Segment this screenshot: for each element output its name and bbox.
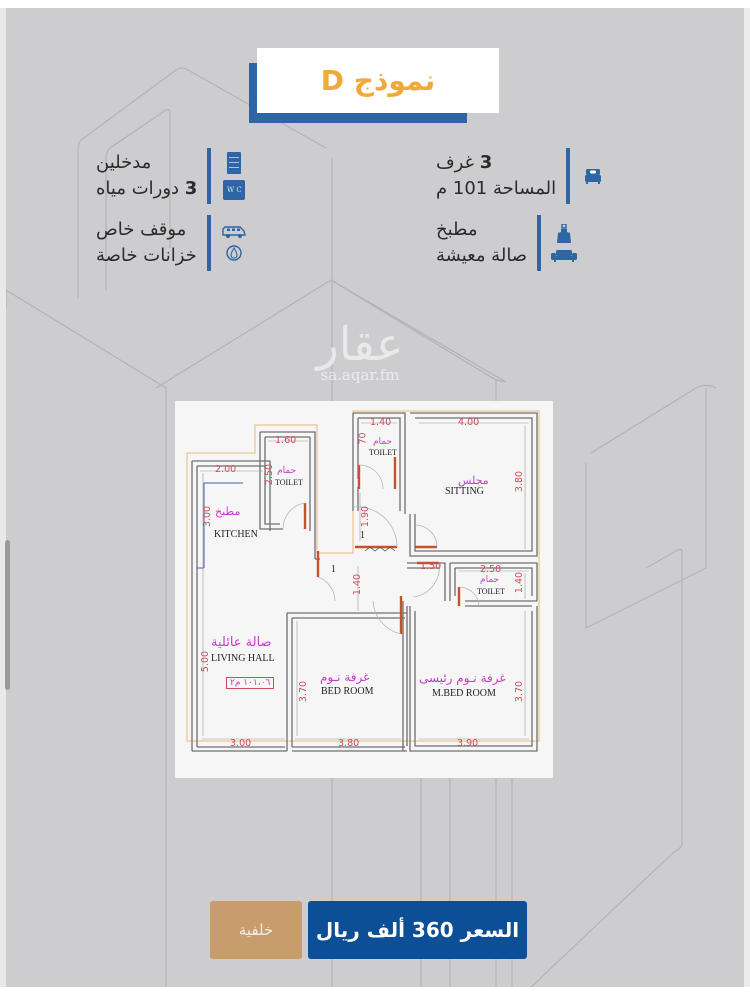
door-icon	[227, 152, 242, 174]
bed-icon	[585, 169, 602, 184]
car-icon	[222, 226, 246, 238]
feature-rooms-area: 3 غرف المساحة 101 م	[436, 148, 606, 204]
toilet3-label-ar: حمام	[480, 575, 500, 585]
dim-sitting-width: 4.00	[458, 417, 480, 428]
master-label-ar: غرفة نـوم رئيسى	[419, 671, 506, 685]
model-title: نموذج D	[320, 64, 436, 97]
living-label-en: LIVING HALL	[211, 653, 275, 664]
rooms-count: 3 غرف	[436, 152, 493, 173]
parking-text: موقف خاص	[96, 219, 187, 240]
bed-label-en: BED ROOM	[321, 686, 374, 697]
dim-toilet2-height: 70	[357, 432, 369, 445]
living-label-ar: صالة عائلية	[211, 635, 272, 650]
feature-entrances-toilets: W C مدخلين 3 دورات مياه	[96, 148, 247, 204]
dim-sitting-height: 3.80	[514, 470, 526, 493]
feature-divider	[206, 215, 211, 271]
water-tanks-text: خزانات خاصة	[96, 245, 197, 266]
feature-icons	[580, 167, 606, 185]
toilet2-label-ar: حمام	[373, 437, 393, 447]
right-edge	[744, 8, 750, 987]
price-amount: 360	[411, 918, 454, 942]
dim-kitchen-height: 3.00	[202, 505, 214, 528]
title-card: نموذج D	[257, 48, 499, 113]
area-text: المساحة 101 م	[436, 178, 557, 199]
dim-corridor-3: 1.50	[420, 561, 442, 572]
sitting-label-en: SITTING	[445, 486, 484, 497]
dim-living-height: 5.00	[200, 650, 212, 673]
toilet3-label-en: TOILET	[477, 587, 505, 596]
total-area-box: ١٠١،٠٦ م٢	[226, 677, 275, 689]
entrances-text: مدخلين	[96, 152, 152, 173]
feature-kitchen-living: مطبخ صالة معيشة	[436, 215, 578, 271]
price-button[interactable]: السعر 360 ألف ريال	[308, 901, 527, 959]
toilet1-label-ar: حمام	[277, 466, 297, 476]
toilets-count: 3 دورات مياه	[96, 178, 198, 199]
chef-apron-icon	[557, 224, 572, 243]
door-number-2: 1	[360, 530, 365, 541]
floor-plan: 2.00 3.00 1.60 2.50 1.40 70 4.00 3.80 1.…	[175, 401, 553, 778]
dim-toilet1-width: 1.60	[275, 435, 297, 446]
dim-bed-height: 3.70	[298, 680, 310, 703]
scrollbar[interactable]	[5, 540, 10, 690]
feature-icons	[221, 225, 247, 261]
feature-divider	[537, 215, 542, 271]
door-number-1: 1	[331, 564, 336, 575]
dim-kitchen-width: 2.00	[215, 464, 237, 475]
toilet2-label-en: TOILET	[369, 448, 397, 457]
feature-icons: W C	[221, 152, 247, 200]
kitchen-label-en: KITCHEN	[214, 529, 258, 540]
feature-parking-tanks: موقف خاص خزانات خاصة	[96, 215, 247, 271]
background-button[interactable]: خلفية	[210, 901, 302, 959]
feature-divider	[566, 148, 571, 204]
dim-master-width: 3.90	[457, 738, 479, 749]
sitting-label-ar: مجلس	[458, 474, 489, 487]
dim-toilet2-width: 1.40	[370, 417, 392, 428]
bed-label-ar: غرفة نـوم	[320, 670, 370, 684]
floor-plan-drawing	[186, 410, 540, 752]
water-drop-icon	[226, 245, 242, 261]
toilet1-label-en: TOILET	[275, 478, 303, 487]
dim-corridor-2: 1.40	[352, 573, 364, 596]
watermark-logo: عقار	[316, 317, 404, 371]
dim-corridor-1: 1.90	[360, 505, 372, 528]
dim-toilet3-width: 2.50	[480, 564, 502, 575]
aqar-watermark: عقار sa.aqar.fm	[300, 320, 420, 384]
dim-master-height: 3.70	[514, 680, 526, 703]
watermark-url: sa.aqar.fm	[320, 366, 400, 384]
wc-icon: W C	[223, 180, 246, 200]
dim-toilet3-height: 1.40	[514, 571, 526, 594]
sofa-icon	[551, 250, 578, 262]
left-edge	[0, 8, 6, 987]
dim-living-width: 3.00	[230, 738, 252, 749]
bottom-strip	[0, 987, 750, 996]
dim-toilet1-height: 2.50	[264, 463, 276, 486]
dim-bed-width: 3.80	[338, 738, 360, 749]
living-room-text: صالة معيشة	[436, 245, 528, 266]
kitchen-text: مطبخ	[436, 219, 478, 240]
feature-icons	[551, 224, 578, 262]
feature-divider	[207, 148, 212, 204]
kitchen-label-ar: مطبخ	[215, 505, 241, 518]
master-label-en: M.BED ROOM	[432, 688, 496, 699]
